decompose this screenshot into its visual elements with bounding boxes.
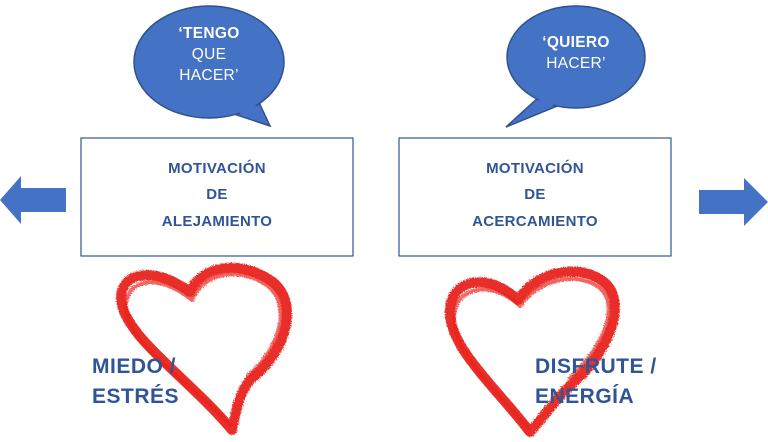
left-bubble-text: ‘TENGO QUE HACER’ — [159, 24, 259, 87]
right-heart-line-1: DISFRUTE / — [535, 355, 657, 378]
right-box-line-3: ACERCAMIENTO — [472, 212, 598, 230]
right-box-line-1: MOTIVACIÓN — [486, 160, 584, 177]
left-heart-line-1: MIEDO / — [92, 355, 177, 378]
left-box-line-1: MOTIVACIÓN — [168, 160, 266, 177]
left-box-line-3: ALEJAMIENTO — [161, 212, 273, 230]
left-box-line-2: DE — [206, 186, 228, 204]
left-heart-line-2: ESTRÉS — [92, 385, 180, 409]
left-heart-icon — [116, 262, 292, 435]
right-bubble-line-2: HACER’ — [546, 54, 606, 72]
right-box-text: MOTIVACIÓN DE ACERCAMIENTO — [399, 156, 671, 235]
right-box-line-2: DE — [524, 186, 546, 204]
left-box-text: MOTIVACIÓN DE ALEJAMIENTO — [81, 156, 353, 235]
left-bubble-line-3: HACER’ — [179, 66, 239, 84]
left-speech-bubble-body — [133, 5, 285, 119]
right-heart-line-2: ENERGÍA — [535, 385, 635, 409]
arrow-right-icon — [699, 178, 768, 226]
right-bubble-text: ‘QUIERO HACER’ — [526, 33, 626, 75]
right-heart-icon — [444, 266, 620, 437]
right-motivation-box — [398, 137, 672, 257]
right-speech-bubble-body — [506, 5, 646, 109]
left-bubble-line-2: QUE — [191, 45, 227, 63]
right-heart-text: DISFRUTE / ENERGÍA — [535, 352, 715, 413]
left-bubble-line-1: ‘TENGO — [178, 25, 240, 42]
arrow-left-icon — [0, 176, 66, 224]
right-bubble-line-1: ‘QUIERO — [542, 34, 610, 51]
left-motivation-box — [80, 137, 354, 257]
left-heart-text: MIEDO / ESTRÉS — [92, 352, 252, 413]
